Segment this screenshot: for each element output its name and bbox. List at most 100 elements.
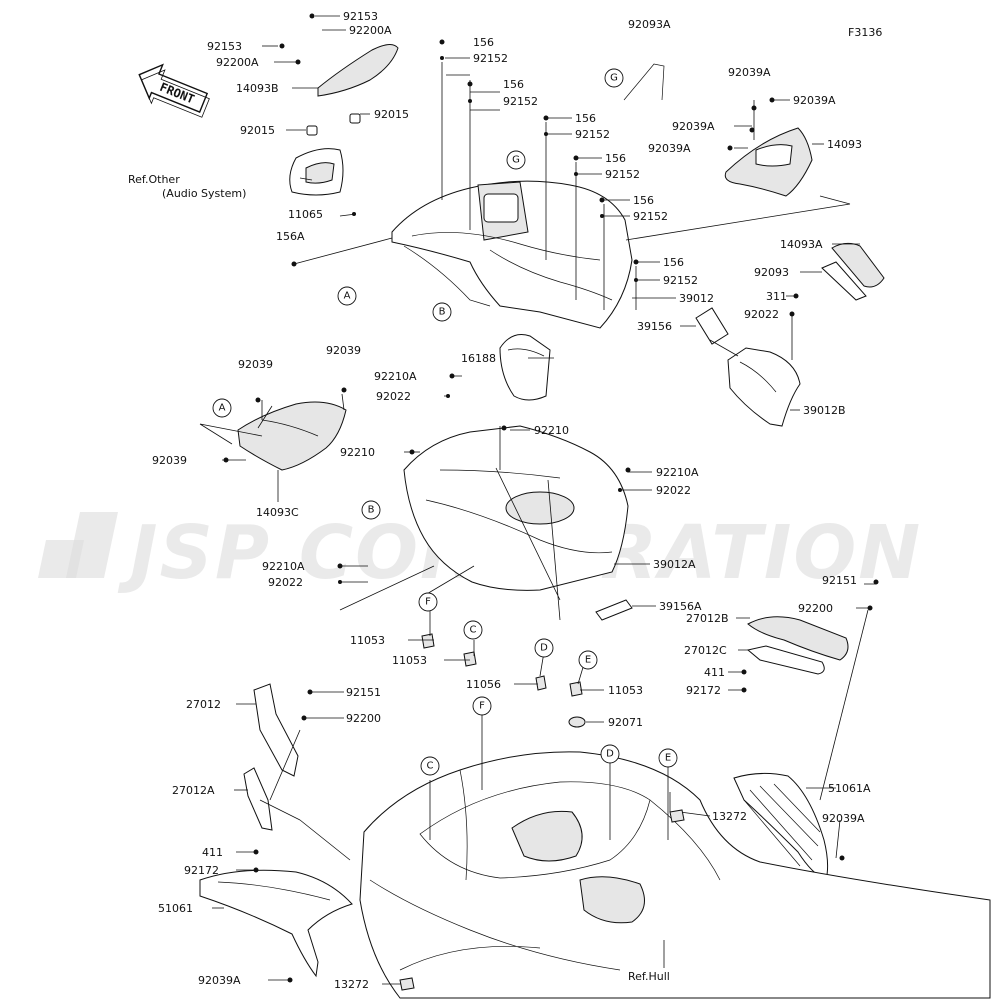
part-label: 39012B (803, 404, 846, 417)
seal-92093 (821, 261, 867, 301)
svg-text:A: A (219, 403, 226, 414)
clip-11053c (569, 681, 583, 697)
part-label: 92210 (534, 424, 569, 437)
part-label: 92152 (575, 128, 610, 141)
callout-e-hull: E (658, 748, 678, 768)
part-label: 92152 (473, 52, 508, 65)
part-label: 156 (503, 78, 524, 91)
part-label: 13272 (334, 978, 369, 991)
part-label: 92039A (672, 120, 715, 133)
part-label: 14093B (236, 82, 279, 95)
part-label: 92210A (656, 466, 699, 479)
part-label: 27012B (686, 612, 729, 625)
grommet-92071 (568, 716, 586, 728)
part-label: 92172 (184, 864, 219, 877)
part-label: 92210A (262, 560, 305, 573)
clip-11053a (421, 633, 435, 649)
rod-92093a (623, 63, 665, 101)
part-label: 92210 (340, 446, 375, 459)
svg-text:E: E (665, 753, 671, 764)
part-labels: 92153 92200A 92153 92200A 14093B 92015 9… (152, 10, 871, 991)
part-label: 156 (633, 194, 654, 207)
part-label: 156 (663, 256, 684, 269)
leader-lines (199, 15, 876, 985)
part-label: 11053 (392, 654, 427, 667)
svg-text:B: B (439, 307, 446, 318)
callout-b-upper: B (432, 302, 452, 322)
part-label: 39012 (679, 292, 714, 305)
spacer-92015b (349, 113, 361, 124)
part-label: 92172 (686, 684, 721, 697)
part-label: 156 (575, 112, 596, 125)
part-label: 92039 (238, 358, 273, 371)
fasteners (223, 13, 879, 991)
clip-11053b (463, 651, 477, 667)
spacer-92015a (306, 125, 318, 136)
part-label: 11053 (608, 684, 643, 697)
part-label: 92152 (605, 168, 640, 181)
callout-d-hull: D (600, 744, 620, 764)
hull (359, 751, 991, 999)
svg-text:C: C (470, 625, 477, 636)
svg-text:D: D (606, 749, 614, 760)
part-label: 92039A (198, 974, 241, 987)
callout-g-upper: G (506, 150, 526, 170)
part-label: 92015 (374, 108, 409, 121)
callout-d-upper: D (534, 638, 554, 658)
part-label: 92071 (608, 716, 643, 729)
part-label: 92152 (663, 274, 698, 287)
part-label: 13272 (712, 810, 747, 823)
part-label: 92200A (349, 24, 392, 37)
part-label: 14093C (256, 506, 299, 519)
clip-11056 (535, 675, 547, 691)
cover-14093c (237, 401, 347, 471)
reference-notes: Ref.Other (Audio System) Ref.Hull (128, 173, 670, 983)
trim-27012a (243, 767, 273, 831)
part-label: 16188 (461, 352, 496, 365)
part-label: 51061A (828, 782, 871, 795)
callout-a-upper: A (337, 286, 357, 306)
part-label: 92210A (374, 370, 417, 383)
part-label: 92022 (376, 390, 411, 403)
part-label: 92153 (207, 40, 242, 53)
trim-27012c (746, 645, 825, 675)
callout-f-hull: F (472, 696, 492, 716)
part-label: 92015 (240, 124, 275, 137)
part-label: 92039 (152, 454, 187, 467)
part-label: 11053 (350, 634, 385, 647)
svg-text:F: F (425, 597, 431, 608)
trim-27012b (747, 616, 849, 661)
svg-text:G: G (512, 155, 520, 166)
part-label: 27012C (684, 644, 727, 657)
part-label: 156A (276, 230, 305, 243)
part-label: 411 (704, 666, 725, 679)
callout-g-rod: G (604, 68, 624, 88)
ref-audio-line2: (Audio System) (162, 187, 246, 200)
part-label: 14093 (827, 138, 862, 151)
figure-code: F3136 (848, 26, 882, 39)
box-16188 (499, 334, 551, 401)
part-label: 92152 (633, 210, 668, 223)
cover-14093b (317, 44, 399, 97)
part-label: 92093 (754, 266, 789, 279)
callout-b-lower: B (361, 500, 381, 520)
part-illustrations (199, 44, 991, 999)
part-label: 92200 (798, 602, 833, 615)
part-label: 92039A (793, 94, 836, 107)
trim-27012 (253, 683, 299, 777)
part-label: 92039 (326, 344, 361, 357)
callout-f-upper: F (418, 592, 438, 612)
part-label: 11065 (288, 208, 323, 221)
dash-39012b (727, 347, 801, 427)
part-label: 92039A (648, 142, 691, 155)
svg-text:C: C (427, 761, 434, 772)
part-label: 11056 (466, 678, 501, 691)
part-label: 92151 (822, 574, 857, 587)
part-label: 92200 (346, 712, 381, 725)
pad-39156 (695, 307, 729, 345)
part-label: 156 (473, 36, 494, 49)
svg-text:G: G (610, 73, 618, 84)
part-label: 39156 (637, 320, 672, 333)
panel-51061 (199, 869, 353, 978)
